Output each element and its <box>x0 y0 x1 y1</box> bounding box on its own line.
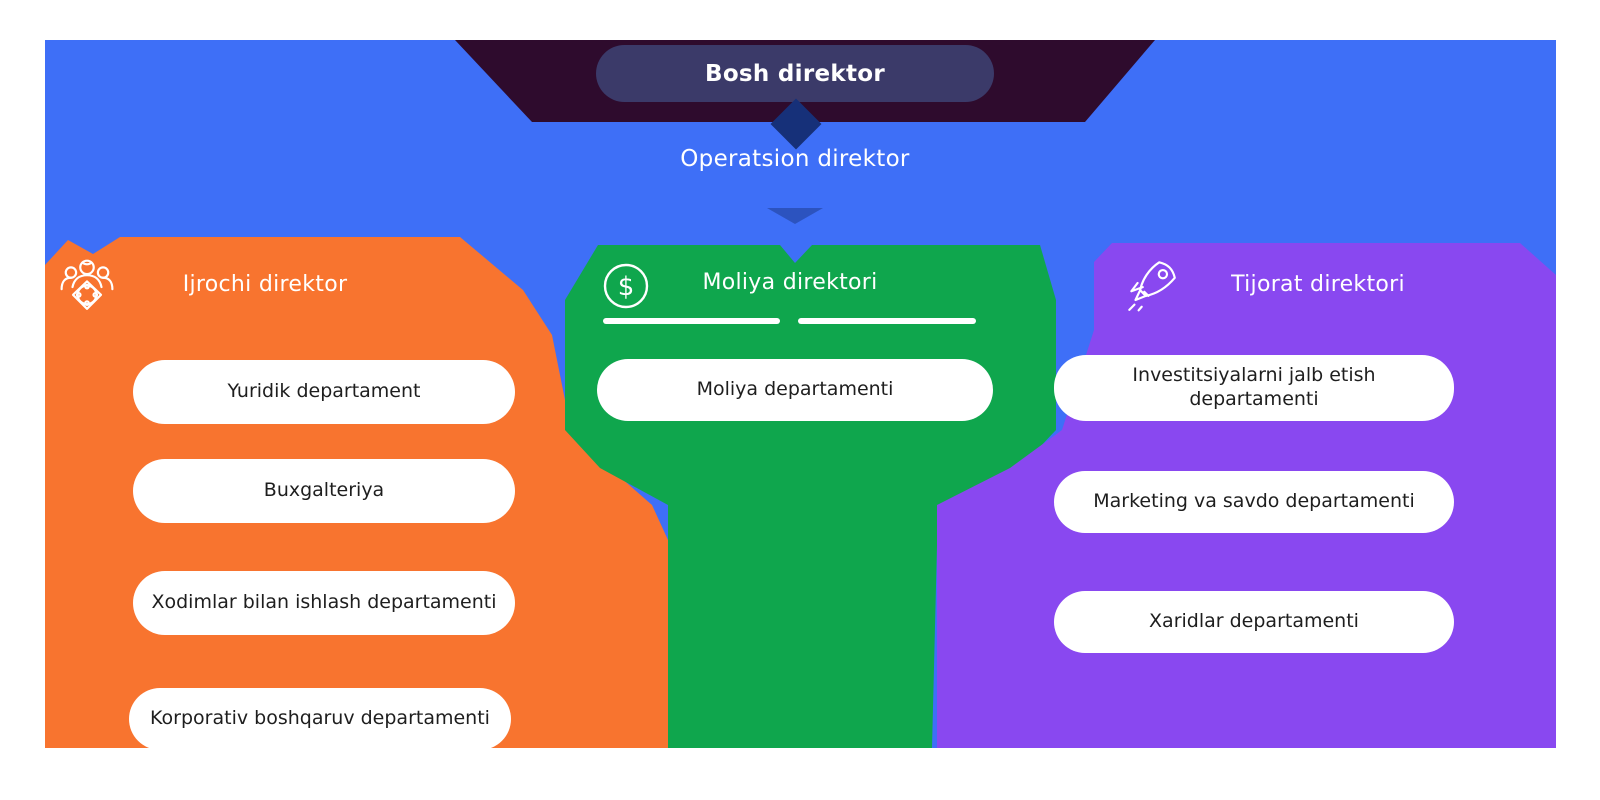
branch-commercial-title: Tijorat direktori <box>1231 272 1405 297</box>
org-chart-background-panel: Bosh direktor Operatsion direktor <box>45 40 1556 748</box>
ceo-node: Bosh direktor <box>596 45 994 102</box>
department-node: Moliya departamenti <box>597 359 993 421</box>
coo-node: Operatsion direktor <box>680 146 910 172</box>
department-node: Xaridlar departamenti <box>1054 591 1454 653</box>
department-node: Buxgalteriya <box>133 459 515 523</box>
chevron-down-icon <box>767 208 823 224</box>
department-node: Investitsiyalarni jalb etish departament… <box>1054 355 1454 421</box>
team-icon <box>58 254 116 320</box>
svg-text:$: $ <box>618 272 635 302</box>
department-node: Korporativ boshqaruv departamenti <box>129 688 511 748</box>
header-underline <box>603 318 780 324</box>
department-node: Marketing va savdo departamenti <box>1054 471 1454 533</box>
department-node: Yuridik departament <box>133 360 515 424</box>
ceo-label: Bosh direktor <box>704 60 886 87</box>
department-node: Xodimlar bilan ishlash departamenti <box>133 571 515 635</box>
branch-finance-title: Moliya direktori <box>702 270 878 295</box>
branch-executive-title: Ijrochi direktor <box>182 272 348 297</box>
header-underline <box>798 318 976 324</box>
dollar-icon: $ <box>602 262 650 314</box>
rocket-icon <box>1122 253 1180 319</box>
